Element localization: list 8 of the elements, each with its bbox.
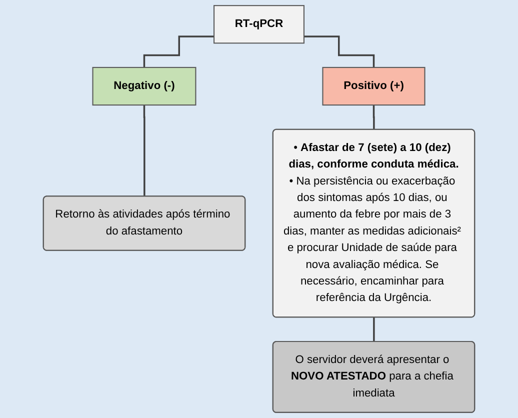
connector bbox=[143, 104, 146, 198]
node-box: Positivo (+) bbox=[322, 66, 426, 106]
connector bbox=[304, 36, 375, 68]
node-box: RT-qPCR bbox=[214, 5, 304, 44]
connector bbox=[372, 104, 375, 131]
connector bbox=[143, 36, 214, 68]
connector bbox=[373, 316, 375, 343]
node-box: Negativo (-) bbox=[92, 66, 196, 106]
